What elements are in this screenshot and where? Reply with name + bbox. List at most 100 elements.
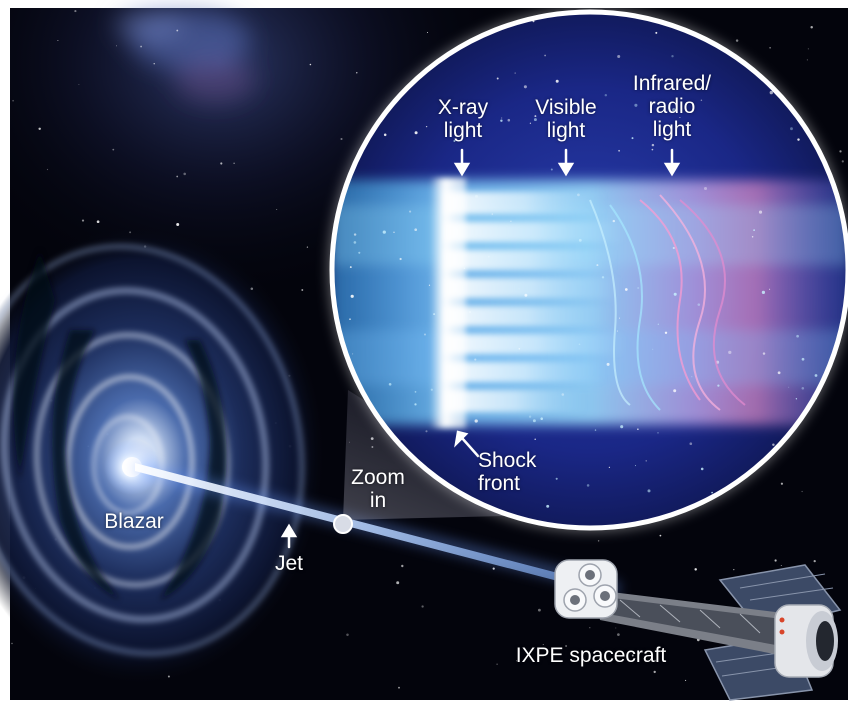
particle (428, 284, 431, 286)
star (659, 534, 662, 537)
particle (651, 143, 655, 147)
particle (353, 241, 357, 244)
particle (679, 116, 681, 119)
star (74, 10, 77, 13)
star (396, 581, 400, 585)
arrow-up-icon (454, 430, 480, 458)
particle (801, 357, 805, 361)
particle (772, 443, 775, 447)
visible-label-line-2: light (546, 119, 586, 142)
particle (601, 276, 605, 279)
infrared-filaments (589, 194, 746, 411)
particle (618, 317, 621, 319)
zoom-circle-icon (328, 8, 852, 532)
particle (507, 118, 511, 122)
star (401, 564, 404, 568)
star (685, 679, 687, 681)
particle (672, 246, 675, 250)
particle (414, 391, 417, 393)
particle (540, 417, 543, 420)
particle (534, 438, 536, 440)
particle (586, 484, 590, 487)
particle (637, 286, 640, 290)
particle (608, 466, 611, 469)
infrared-label-line-2: radio (648, 95, 696, 118)
star (631, 654, 634, 657)
particle (769, 90, 773, 95)
particle (637, 428, 639, 431)
particle (414, 228, 418, 232)
particle (697, 303, 701, 306)
star (183, 172, 186, 176)
particle (616, 330, 618, 332)
particle (534, 115, 537, 118)
particle (717, 384, 720, 387)
particle (814, 374, 818, 377)
star (735, 39, 739, 42)
x-ray-streaks (445, 192, 625, 412)
star (153, 63, 155, 65)
particle (657, 432, 659, 434)
star (654, 659, 657, 662)
star (176, 175, 179, 178)
star (515, 660, 518, 662)
particle (728, 350, 732, 355)
jet-band (332, 180, 848, 425)
particle (529, 122, 532, 124)
particle (352, 353, 354, 355)
star (589, 627, 591, 629)
particle (555, 79, 559, 83)
particle (533, 118, 537, 122)
particle (700, 99, 703, 101)
particle (555, 477, 558, 480)
particle (801, 387, 805, 390)
star (346, 633, 349, 637)
star (426, 31, 429, 34)
particle (349, 266, 352, 269)
particle (383, 133, 387, 137)
star (11, 642, 13, 645)
particle (651, 148, 654, 151)
zoom-point-icon (333, 514, 353, 534)
arrow-up-icon (280, 523, 298, 549)
particle (414, 403, 417, 406)
particle (528, 415, 532, 418)
star (774, 559, 777, 562)
star (780, 482, 784, 485)
infrared-label: Infrared/ radio light (615, 72, 729, 141)
particle (425, 125, 428, 128)
x-ray-label-line-1: X-ray (437, 96, 489, 119)
star (38, 127, 41, 131)
star (176, 29, 179, 32)
particle (510, 220, 512, 222)
star (801, 490, 803, 493)
particle (514, 72, 516, 74)
particle (474, 358, 477, 361)
particle (795, 398, 798, 400)
shock-front-label-line-2: front (478, 472, 521, 495)
particle (423, 333, 427, 336)
particle (769, 288, 771, 290)
ixpe-spacecraft-icon (554, 559, 842, 701)
particle (382, 230, 386, 234)
particle (532, 419, 536, 423)
jet-label: Jet (274, 552, 303, 575)
particle (761, 290, 766, 295)
star (769, 47, 771, 49)
particle (496, 77, 499, 80)
star (537, 608, 541, 612)
blazar-label: Blazar (104, 510, 164, 533)
particle (393, 231, 395, 233)
particle (762, 352, 766, 355)
star (276, 209, 278, 210)
infrared-label-line-3: light (652, 118, 692, 141)
star (356, 72, 358, 74)
particle (652, 348, 654, 350)
particle (606, 362, 610, 366)
star (492, 567, 495, 570)
star (806, 59, 809, 61)
particle (672, 108, 676, 112)
star (176, 223, 180, 226)
star (340, 137, 343, 141)
